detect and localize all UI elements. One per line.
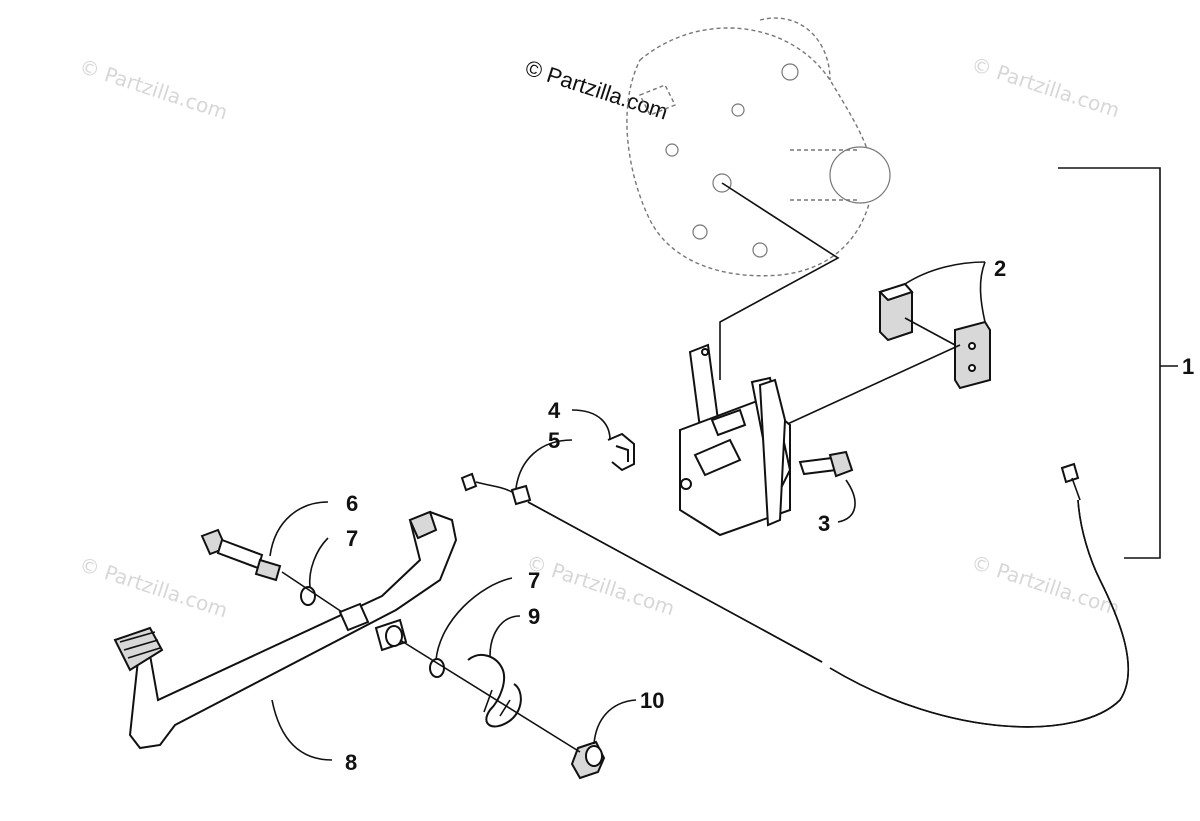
brake-cable [460,462,1129,728]
hub-housing-outline [626,17,891,277]
callouts: 1 2 3 4 5 6 7 7 8 9 10 [345,256,1194,775]
callout-2: 2 [994,256,1006,281]
housing-to-caliper-leader [719,182,840,380]
callout-6: 6 [346,491,358,516]
brake-pads [878,282,991,390]
callout-4: 4 [548,398,561,423]
callout-8: 8 [345,750,357,775]
return-spring [467,653,522,728]
pivot-bolt [200,528,282,582]
callout-9: 9 [528,604,540,629]
watermark-top-right: © Partzilla.com [968,52,1122,123]
callout-10: 10 [640,688,664,713]
brake-pedal [113,510,458,750]
callout-3: 3 [818,511,830,536]
callout-1: 1 [1182,354,1194,379]
assembly-axis [399,639,581,753]
pivot-nut [570,740,606,780]
watermark-mid-left: © Partzilla.com [76,552,230,623]
bracket-item-1 [1058,167,1161,559]
watermark-mid-center: © Partzilla.com [523,550,677,621]
watermark-mid-right: © Partzilla.com [968,550,1122,621]
washer-right [429,658,445,678]
callout-7-right: 7 [528,568,540,593]
watermark-top-left: © Partzilla.com [76,54,230,125]
cable-clip [607,432,635,472]
callout-7-left: 7 [346,526,358,551]
brake-caliper [679,343,792,537]
callout-5: 5 [548,428,560,453]
caliper-bolt [798,450,854,478]
